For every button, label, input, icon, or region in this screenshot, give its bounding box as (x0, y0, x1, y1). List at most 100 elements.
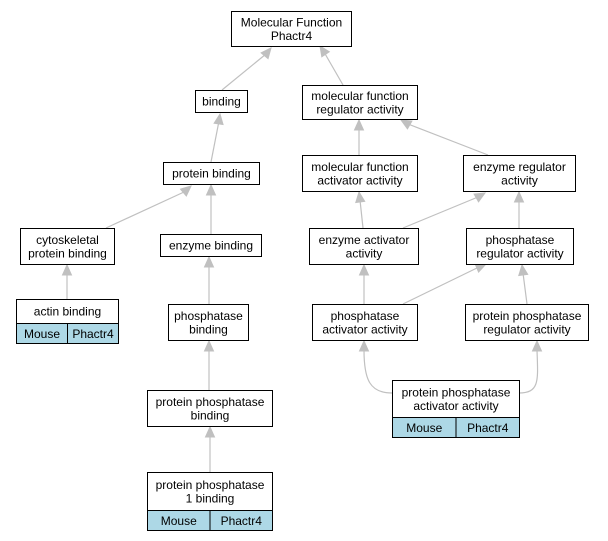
node-label-line: protein phosphatase (156, 478, 265, 492)
edge-line (105, 191, 185, 229)
organism-cell-label: Mouse (24, 327, 60, 341)
node-label-line: binding (189, 322, 228, 336)
node-box (312, 304, 418, 341)
arrowhead-icon (203, 255, 215, 268)
edge-line (323, 51, 344, 86)
node-box (16, 299, 119, 324)
node-label-line: 1 binding (186, 491, 235, 505)
edge-mf_activator-to-mf_regulator (353, 118, 365, 155)
arrowhead-icon (213, 112, 224, 126)
arrowhead-icon (260, 47, 272, 60)
organism-cell-label: Mouse (406, 421, 442, 435)
node-label-line: regulator activity (476, 246, 563, 260)
node-label-line: regulator activity (483, 322, 570, 336)
node-label-line: phosphatase (174, 309, 243, 323)
node-label-line: enzyme regulator (473, 160, 566, 174)
node-label-line: activity (501, 173, 538, 187)
node-label-line: phosphatase (331, 309, 400, 323)
arrowhead-icon (358, 263, 370, 276)
node-label-line: enzyme activator (319, 233, 410, 247)
node-box (147, 390, 273, 427)
node-label-line: binding (202, 95, 241, 109)
edge-pp_binding-to-phosphatase_binding (203, 339, 215, 390)
node-box (168, 304, 249, 341)
edge-line (518, 349, 539, 394)
node-box (231, 11, 352, 47)
edge-line (359, 199, 364, 229)
edge-enzyme_regulator-to-mf_regulator (399, 119, 489, 156)
node-enzyme-binding[interactable]: enzyme binding (160, 234, 262, 257)
edge-line (210, 120, 220, 163)
arrowhead-icon (513, 190, 525, 203)
node-box (160, 234, 262, 257)
arrowhead-icon (61, 263, 73, 276)
edge-enzyme_binding-to-protein_binding (205, 183, 217, 234)
edge-pp_activator-to-phosphatase_activator (358, 339, 393, 394)
node-box (309, 228, 419, 265)
node-label-line: protein phosphatase (473, 309, 582, 323)
arrowhead-icon (319, 44, 331, 58)
edge-phosphatase_activator-to-phosphatase_regulator (402, 263, 488, 305)
edge-mf_regulator-to-root (319, 44, 344, 86)
node-label-line: regulator activity (316, 102, 403, 116)
annotation-cell (209, 510, 273, 531)
node-binding[interactable]: binding (195, 90, 248, 113)
edge-line (522, 272, 528, 305)
arrowhead-icon (205, 183, 217, 196)
node-label-line: enzyme binding (169, 239, 253, 253)
node-label-line: activator activity (322, 322, 407, 336)
edge-line (402, 196, 479, 229)
arrowhead-icon (203, 339, 215, 352)
node-label-line: Molecular Function (241, 15, 342, 29)
edge-phosphatase_binding-to-enzyme_binding (203, 255, 215, 304)
node-box (20, 228, 115, 265)
node-label-line: molecular function (311, 89, 408, 103)
node-box (302, 155, 418, 192)
node-label-line: activator activity (413, 399, 498, 413)
edge-actin_binding-to-cytoskeletal (61, 263, 73, 299)
node-label-line: protein phosphatase (156, 395, 265, 409)
edge-protein_binding-to-binding (210, 112, 224, 163)
arrowhead-icon (358, 339, 370, 352)
edge-line (407, 123, 489, 156)
arrowhead-icon (355, 190, 366, 204)
arrowhead-icon (179, 185, 192, 197)
annotation-cell (67, 323, 119, 344)
edge-pp_regulator-to-phosphatase_regulator (518, 263, 529, 305)
node-box (465, 304, 589, 341)
node-label-line: protein binding (172, 167, 251, 181)
node-box (163, 162, 260, 185)
organism-cell-label: Mouse (161, 514, 197, 528)
node-label-line: protein phosphatase (402, 385, 511, 399)
edge-cytoskeletal-to-protein_binding (105, 185, 192, 229)
edge-pp1_binding-to-pp_binding (204, 425, 216, 472)
node-protein-binding[interactable]: protein binding (163, 162, 260, 185)
gene-cell-label: Phactr4 (72, 327, 114, 341)
node-label-line: Phactr4 (271, 29, 313, 43)
gene-cell-label: Phactr4 (221, 514, 263, 528)
arrowhead-icon (204, 425, 216, 438)
arrowhead-icon (518, 263, 529, 277)
edge-enzyme_activator-to-enzyme_regulator (402, 192, 487, 229)
arrowhead-icon (353, 118, 365, 131)
node-label-line: activator activity (317, 173, 402, 187)
edge-pp_activator-to-pp_regulator (518, 339, 543, 394)
node-box (147, 472, 273, 511)
node-box (463, 155, 576, 192)
